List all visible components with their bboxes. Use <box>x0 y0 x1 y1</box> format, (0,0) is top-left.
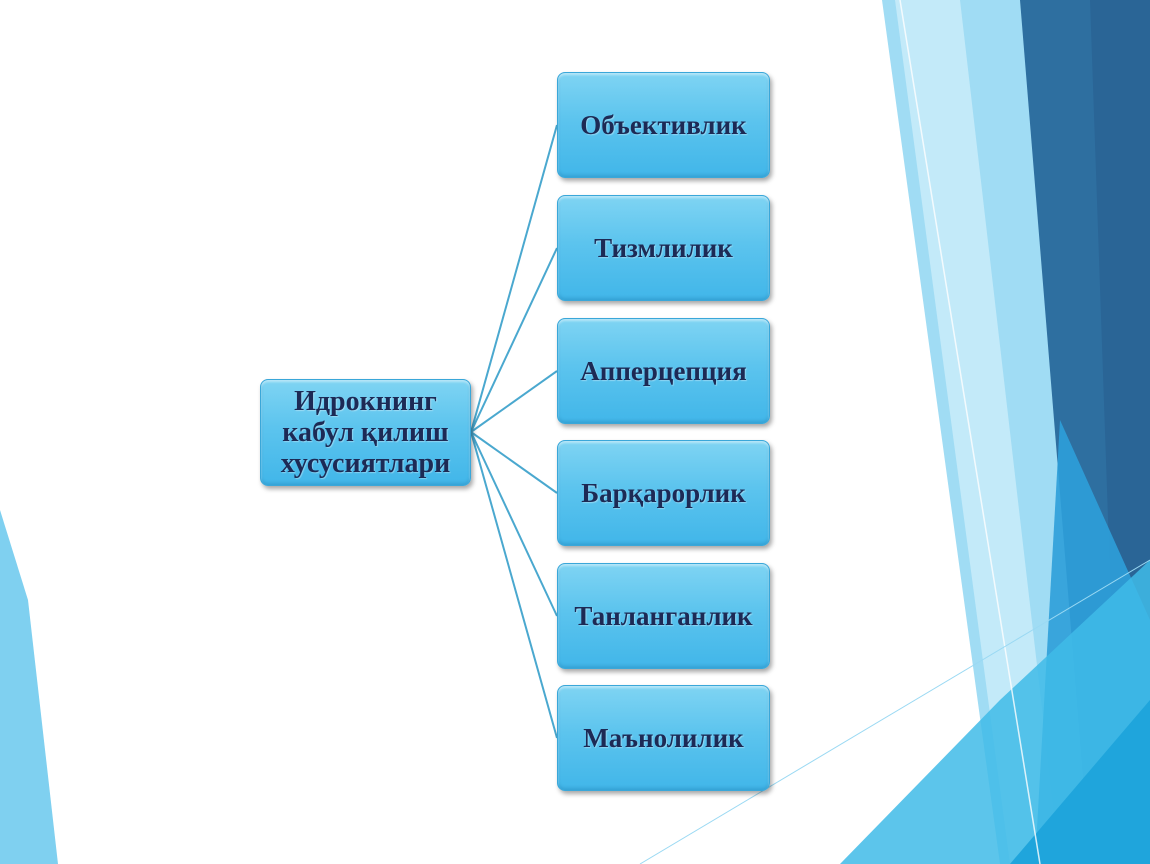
child-node-objectivity: Объективлик <box>557 72 770 178</box>
child-node-apperception: Апперцепция <box>557 318 770 424</box>
child-node-meaningfulness: Маънолилик <box>557 685 770 791</box>
connector-line <box>470 431 558 617</box>
right-panel-pale <box>895 0 1060 864</box>
connector-line <box>470 124 558 433</box>
child-node-label: Апперцепция <box>580 355 747 386</box>
root-node: Идрокнинг кабул қилиш хусусиятлари <box>260 379 471 486</box>
decor-thin-line-1 <box>899 0 1041 864</box>
right-panel-bright <box>1010 700 1150 864</box>
connector-line <box>470 431 558 494</box>
child-node-label: Танланганлик <box>574 600 753 631</box>
root-node-label: Идрокнинг кабул қилиш хусусиятлари <box>281 386 450 479</box>
connector-line <box>470 431 558 739</box>
left-edge-shape <box>0 510 58 864</box>
child-node-systematicity: Тизмлилик <box>557 195 770 301</box>
child-node-label: Маънолилик <box>583 722 744 753</box>
child-node-label: Объективлик <box>580 109 747 140</box>
child-node-label: Тизмлилик <box>594 232 733 263</box>
right-panel-cyan-lower <box>840 560 1150 864</box>
connector-line <box>470 370 558 433</box>
connector-line <box>470 247 558 433</box>
root-label-line-1: Идрокнинг <box>294 386 437 417</box>
root-label-line-2: кабул қилиш <box>282 417 449 448</box>
decor-thin-line-2 <box>639 559 1150 864</box>
child-node-selectivity: Танланганлик <box>557 563 770 669</box>
child-node-constancy: Барқарорлик <box>557 440 770 546</box>
root-label-line-3: хусусиятлари <box>280 448 451 479</box>
child-node-label: Барқарорлик <box>581 477 746 508</box>
